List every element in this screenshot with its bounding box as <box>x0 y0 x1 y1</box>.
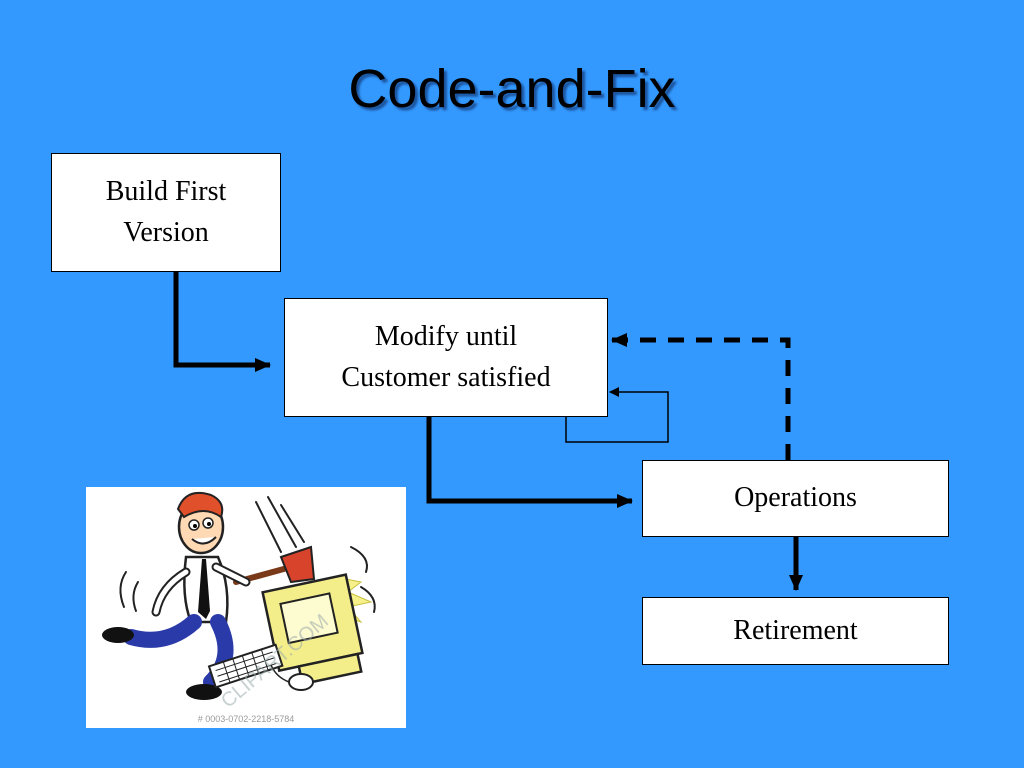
arrow-build-to-modify <box>173 272 271 372</box>
slide-title: Code-and-Fix <box>348 59 676 119</box>
frustrated-man-smashing-computer-icon: CLIPART.COM <box>102 491 376 712</box>
frustrated-man-clipart: CLIPART.COM # 0003-0702-2218-5784 <box>86 487 406 728</box>
node-retirement-label: Retirement <box>733 614 858 646</box>
arrow-modify-self-loop <box>565 387 669 443</box>
node-modify-line1: Modify until <box>374 320 518 352</box>
node-operations-label: Operations <box>734 482 857 514</box>
node-modify-until-satisfied: Modify until Customer satisfied <box>284 298 608 417</box>
arrow-operations-to-modify-dashed <box>611 333 791 460</box>
node-operations: Operations <box>642 460 949 537</box>
node-build-line1: Build First <box>105 175 227 207</box>
node-modify-line2: Customer satisfied <box>341 361 551 393</box>
stock-number: # 0003-0702-2218-5784 <box>197 714 295 724</box>
node-retirement: Retirement <box>642 597 949 665</box>
arrow-modify-to-operations <box>426 417 633 508</box>
node-build-first-version: Build First Version <box>51 153 281 272</box>
node-build-line2: Version <box>123 216 209 248</box>
